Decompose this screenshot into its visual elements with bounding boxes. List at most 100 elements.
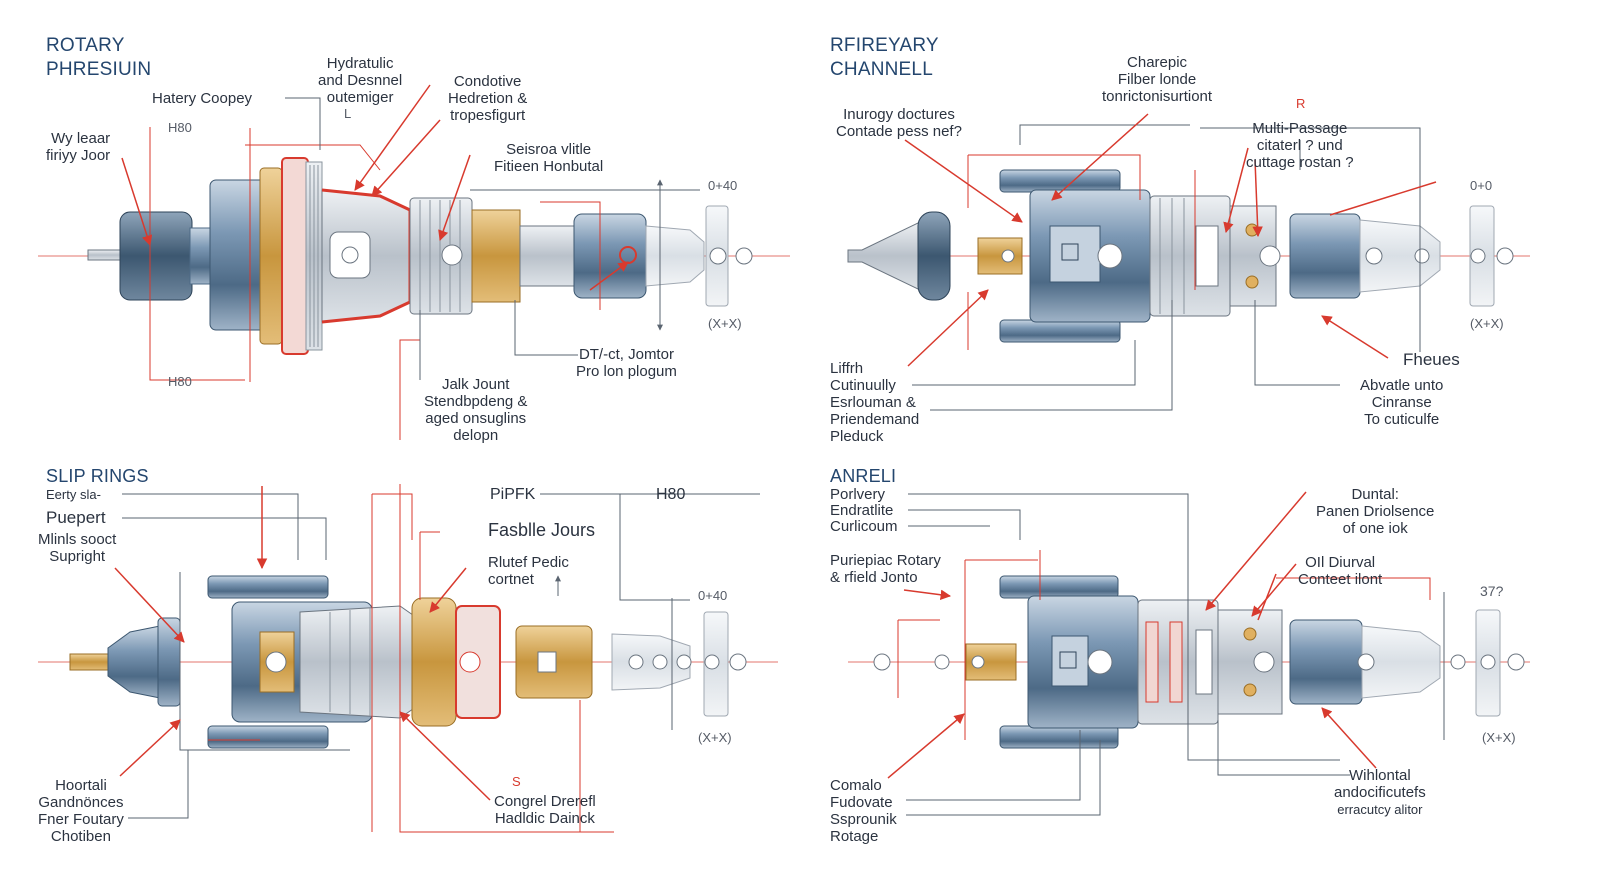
pipfk-label: PiPFK: [490, 486, 535, 503]
dim-label: 0+40: [698, 588, 728, 603]
label-line: Conteet ilont: [1298, 571, 1383, 588]
congrel-label: Congrel Drerefl Hadldic Dainck: [494, 793, 596, 827]
label-line: & rfield Jonto: [830, 569, 918, 586]
label-line: Contade pess nef?: [836, 123, 962, 140]
label-line: Filber londe: [1117, 71, 1197, 88]
label-line: of one iok: [1342, 520, 1408, 537]
dim-label: (X+X): [1482, 730, 1516, 745]
duntal-label: Duntal: Panen Driolsence of one iok: [1316, 486, 1434, 537]
label-line: Gandnönces: [38, 794, 124, 811]
label-line: Condotive: [453, 73, 522, 90]
fheues-label: Fheues: [1403, 351, 1460, 368]
label-line: citaterl ? und: [1256, 137, 1343, 154]
label-line: Stendbpdeng &: [424, 393, 528, 410]
label-line: PiPFK: [490, 486, 536, 503]
fasblle-label: Fasblle Jours: [488, 520, 596, 540]
eerty-label: Eerty sla-: [46, 486, 101, 503]
label-line: Fner Foutary: [38, 811, 124, 828]
channel-title: RFIREYARY CHANNELL: [830, 34, 939, 82]
endratlite-label: Endratlite: [830, 502, 893, 519]
label-line: Inurogy doctures: [843, 106, 955, 123]
label-line: Porlvery: [830, 486, 886, 503]
dim-label: L: [344, 106, 352, 121]
charepic-label: Charepic Filber londe tonrictonisurtiont: [1102, 54, 1212, 105]
label-line: Multi-Passage: [1252, 120, 1348, 137]
jalk-jount-label: Jalk Jount Stendbpdeng & aged onsuglins …: [424, 376, 527, 444]
label-line: Hydratulic: [326, 55, 394, 72]
condotive-label: Condotive Hedretion & tropesfigurt: [448, 73, 527, 124]
label-line: Wy leaar: [51, 130, 111, 147]
anreli-machine: [848, 491, 1530, 816]
label-line: Comalo: [830, 777, 882, 794]
label-line: OIl Diurval: [1305, 554, 1376, 571]
label-line: Ssprounik: [830, 811, 897, 828]
label-line: Priendemand: [830, 411, 920, 428]
label-line: Fasblle Jours: [488, 520, 596, 540]
label-line: aged onsuglins: [425, 410, 527, 427]
h80-label: H80: [656, 486, 685, 503]
label-line: Panen Driolsence: [1316, 503, 1435, 520]
label-line: tonrictonisurtiont: [1102, 88, 1213, 105]
title-line: CHANNELL: [830, 59, 933, 80]
withlontal-label: Wihlontal andocificutefs erracutcy alito…: [1334, 767, 1426, 818]
label-line: Hadldic Dainck: [494, 810, 595, 827]
label-line: DT/-ct, Jomtor: [578, 346, 674, 363]
dim-label: 0+0: [1470, 178, 1493, 193]
label-line: Pleduck: [830, 428, 884, 445]
porlvery-label: Porlvery: [830, 486, 885, 503]
dim-label: 0+40: [708, 178, 738, 193]
dim-label: 37?: [1480, 583, 1504, 599]
inurogy-label: Inurogy doctures Contade pess nef?: [836, 106, 962, 140]
puepert-label: Puepert: [46, 509, 106, 526]
dim-label: (X+X): [1470, 316, 1504, 331]
title-line: ROTARY: [46, 35, 125, 56]
label-line: Curlicoum: [830, 518, 898, 535]
label-line: andocificutefs: [1334, 784, 1426, 801]
hatery-label: Hatery Coopey: [152, 90, 252, 107]
label-line: Chotiben: [50, 828, 111, 845]
dim-label: R: [1296, 96, 1306, 111]
comalo-label: Comalo Fudovate Ssprounik Rotage: [830, 777, 897, 845]
label-line: cuttage rostan ?: [1246, 154, 1354, 171]
rotary-machine: [38, 84, 790, 440]
label-line: Wihlontal: [1349, 767, 1411, 784]
label-line: Liffrh: [830, 360, 864, 377]
oil-diurval-label: OIl Diurval Conteet ilont: [1298, 554, 1382, 588]
label-line: Cutinuully: [830, 377, 896, 394]
title-line: RFIREYARY: [830, 35, 939, 56]
label-line: tropesfigurt: [450, 107, 526, 124]
dim-label: H80: [168, 120, 192, 135]
label-line: Rotage: [830, 828, 879, 845]
label-line: Abvatle unto: [1360, 377, 1444, 394]
label-line: Puriepiac Rotary: [830, 552, 941, 569]
seisroa-label: Seisroa vlitle Fitieen Honbutal: [494, 141, 603, 175]
label-line: Fitieen Honbutal: [494, 158, 604, 175]
label-line: erracutcy alitor: [1337, 802, 1423, 817]
label-line: Eerty sla-: [46, 487, 101, 502]
label-line: Rlutef Pedic: [488, 554, 569, 571]
label-line: Mlinls sooct: [38, 531, 117, 548]
dim-label: (X+X): [698, 730, 732, 745]
label-line: Puepert: [46, 508, 106, 527]
label-line: Seisroa vlitle: [506, 141, 592, 158]
label-line: Endratlite: [830, 502, 894, 519]
puriepiac-label: Puriepiac Rotary & rfield Jonto: [830, 552, 941, 586]
label-line: Congrel Drerefl: [494, 793, 596, 810]
dim-label: (X+X): [708, 316, 742, 331]
liffrh-label: Liffrh Cutinuully Esrlouman & Priendeman…: [830, 360, 919, 445]
slip-rings-title: SLIP RINGS: [46, 464, 149, 488]
multi-passage-label: Multi-Passage citaterl ? und cuttage ros…: [1246, 120, 1354, 171]
title-line: SLIP RINGS: [46, 466, 149, 486]
label-line: Cinranse: [1371, 394, 1432, 411]
mlinls-label: Mlinls sooct Supright: [38, 531, 116, 565]
label-line: Charepic: [1127, 54, 1188, 71]
dt-jomtor-label: DT/-ct, Jomtor Pro lon plogum: [576, 346, 677, 380]
label-line: Hedretion &: [448, 90, 528, 107]
wy-leaar-label: Wy leaar firiyy Joor: [46, 130, 110, 164]
label-line: and Desnnel: [318, 72, 403, 89]
anreli-title: ANRELI: [830, 464, 896, 488]
channel-machine: [847, 113, 1530, 411]
rlutef-label: Rlutef Pedic cortnet: [488, 554, 569, 588]
label-line: cortnet: [488, 571, 534, 588]
dim-label: S: [512, 774, 521, 789]
